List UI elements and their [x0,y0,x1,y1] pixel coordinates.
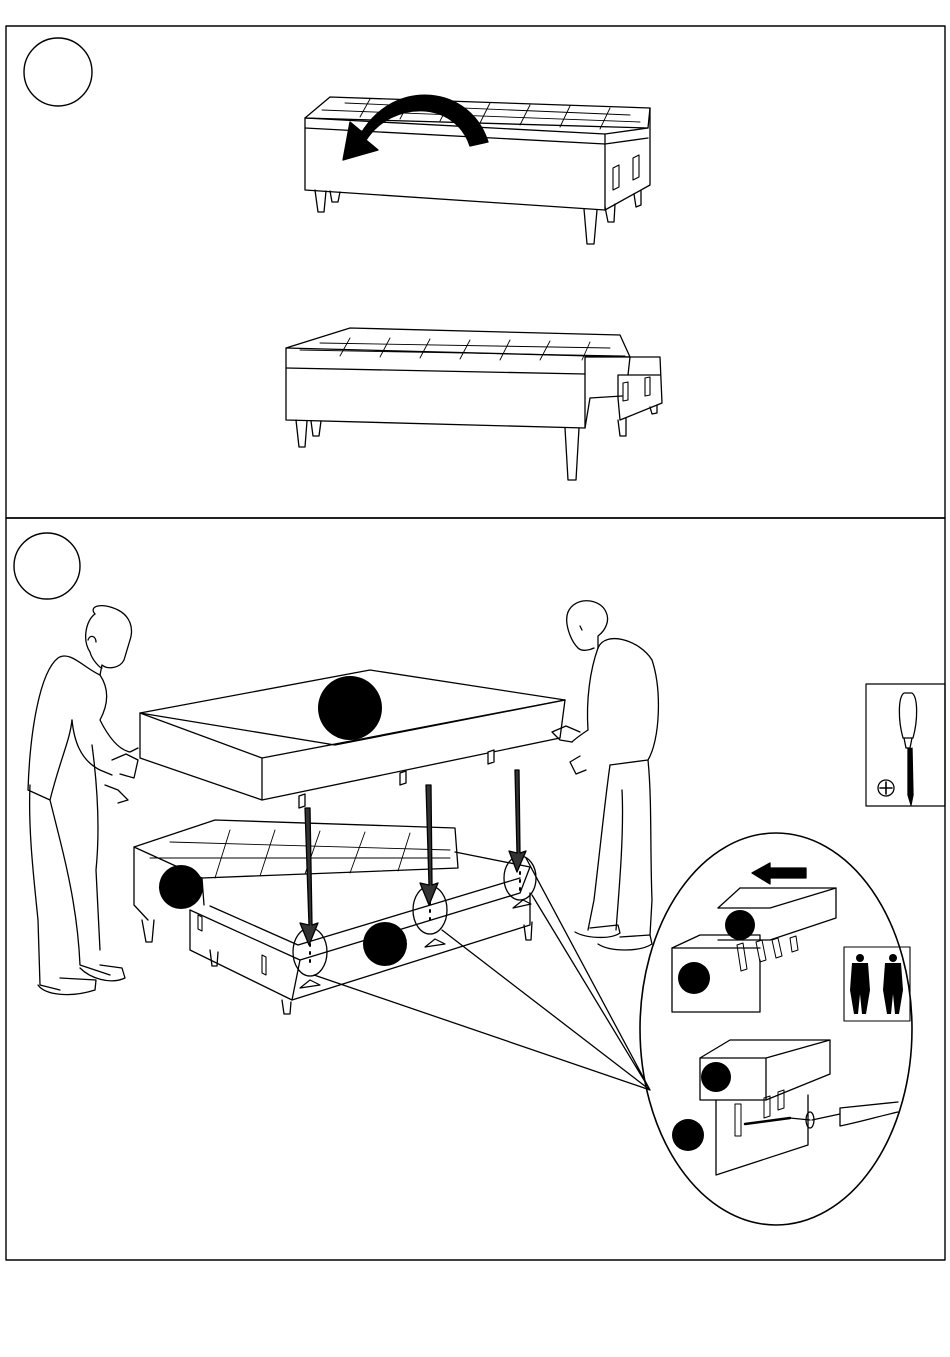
marker-detail-3 [701,1062,731,1092]
phillips-head-icon [878,780,894,796]
guide-arrow-2 [420,785,438,905]
guide-arrow-1 [300,808,318,945]
step-1-number-circle [24,38,92,106]
phillips-screwdriver-icon [899,693,916,805]
marker-seat [159,865,203,909]
ottoman-lid-flip [305,95,650,244]
marker-detail-2 [678,962,710,994]
callout-markers [159,676,407,966]
step-2-panel [6,518,945,1260]
detail-magnifier-circle [640,833,912,1225]
marker-detail-1 [725,910,755,940]
ottoman-with-extension [286,328,662,480]
person-right [552,601,658,950]
person-left [28,606,138,995]
marker-frame [363,922,407,966]
screwdriver-detail [812,1102,898,1126]
step-2-number-circle [14,533,80,599]
direction-arrow [752,863,806,884]
marker-cushion [318,676,382,740]
flip-arrow [343,95,488,160]
screw-icon [745,1118,790,1124]
two-workers-icon [844,947,910,1021]
step-1-panel [6,26,945,518]
marker-detail-4 [672,1119,704,1151]
tool-box [866,684,945,806]
guide-arrow-3 [509,770,526,872]
